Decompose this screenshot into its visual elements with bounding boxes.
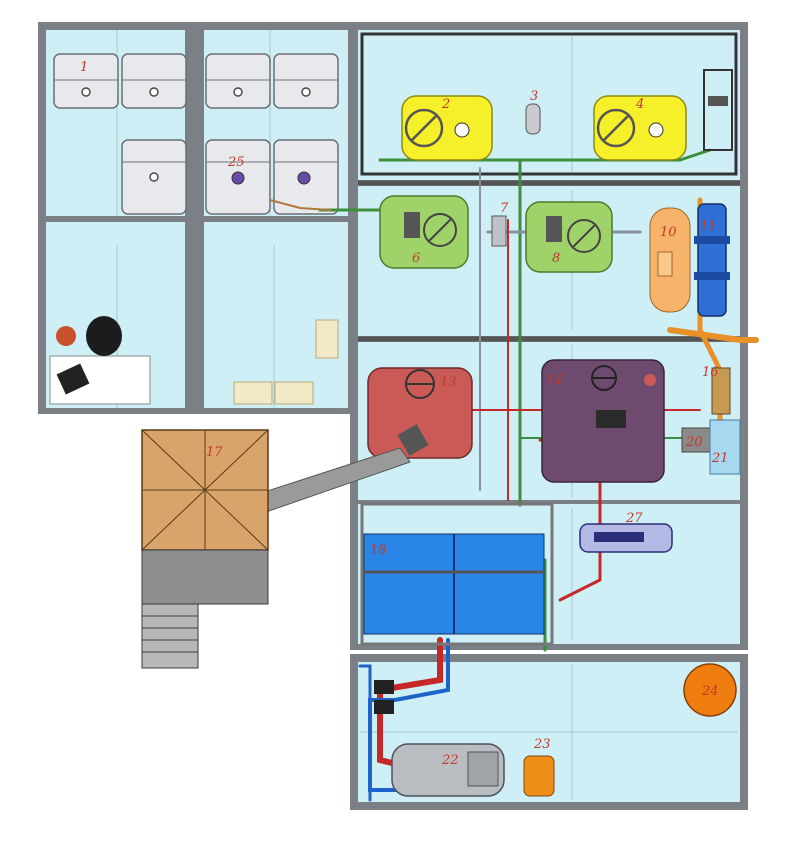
bench [233, 381, 273, 405]
label-8: 8 [552, 251, 560, 266]
label-13: 13 [440, 375, 457, 390]
label-14: 14 [546, 373, 563, 388]
operator-figure [56, 326, 76, 346]
label-24: 24 [701, 684, 719, 699]
label-20: 20 [685, 435, 703, 450]
platform [141, 549, 269, 605]
label-23: 23 [533, 737, 551, 752]
pavilion-17 [141, 429, 411, 669]
bench [274, 381, 314, 405]
pipe-orange [667, 327, 759, 343]
bath-18 [360, 502, 554, 646]
pump-rack [703, 69, 733, 151]
label-10: 10 [660, 225, 677, 240]
label-6: 6 [412, 251, 420, 266]
burner-23 [523, 755, 555, 797]
valve-7 [491, 215, 507, 247]
label-1: 1 [80, 60, 88, 75]
container [121, 53, 187, 109]
circle-24 [683, 663, 737, 717]
room-anteroom [204, 222, 348, 408]
reactor-6 [379, 195, 469, 269]
container [273, 53, 339, 109]
reactor-8 [525, 201, 613, 273]
label-16: 16 [702, 365, 719, 380]
mixer-13 [367, 367, 473, 459]
stairs [141, 603, 199, 669]
laptop [56, 363, 90, 395]
boiler-22 [391, 743, 505, 797]
label-2: 2 [441, 97, 450, 112]
label-3: 3 [530, 89, 538, 104]
label-7: 7 [500, 201, 509, 216]
heater-16 [711, 367, 731, 415]
label-27: 27 [625, 511, 643, 526]
tank-2 [401, 95, 493, 161]
office-chair [86, 316, 122, 356]
pump-20 [681, 427, 711, 453]
filter-3 [525, 103, 541, 135]
label-25: 25 [227, 155, 245, 170]
column-11 [694, 203, 730, 317]
cabinet-21 [709, 419, 741, 475]
unit-27 [579, 523, 673, 553]
office-furniture [49, 316, 339, 405]
pumps-boiler [374, 680, 394, 714]
cabinet [315, 319, 339, 359]
number-labels: 1 2 3 4 6 7 8 10 11 13 14 16 17 18 20 21… [80, 60, 729, 768]
container [53, 53, 119, 109]
container [205, 53, 271, 109]
storage-containers [53, 53, 339, 215]
mixer-14 [541, 359, 665, 483]
pipe-network [269, 148, 759, 802]
label-17: 17 [206, 445, 223, 460]
label-21: 21 [711, 451, 729, 466]
label-22: 22 [441, 753, 459, 768]
label-18: 18 [370, 543, 387, 558]
label-11: 11 [700, 219, 717, 234]
label-4: 4 [635, 97, 644, 112]
tank-4 [593, 95, 687, 161]
tank-10 [649, 207, 691, 313]
